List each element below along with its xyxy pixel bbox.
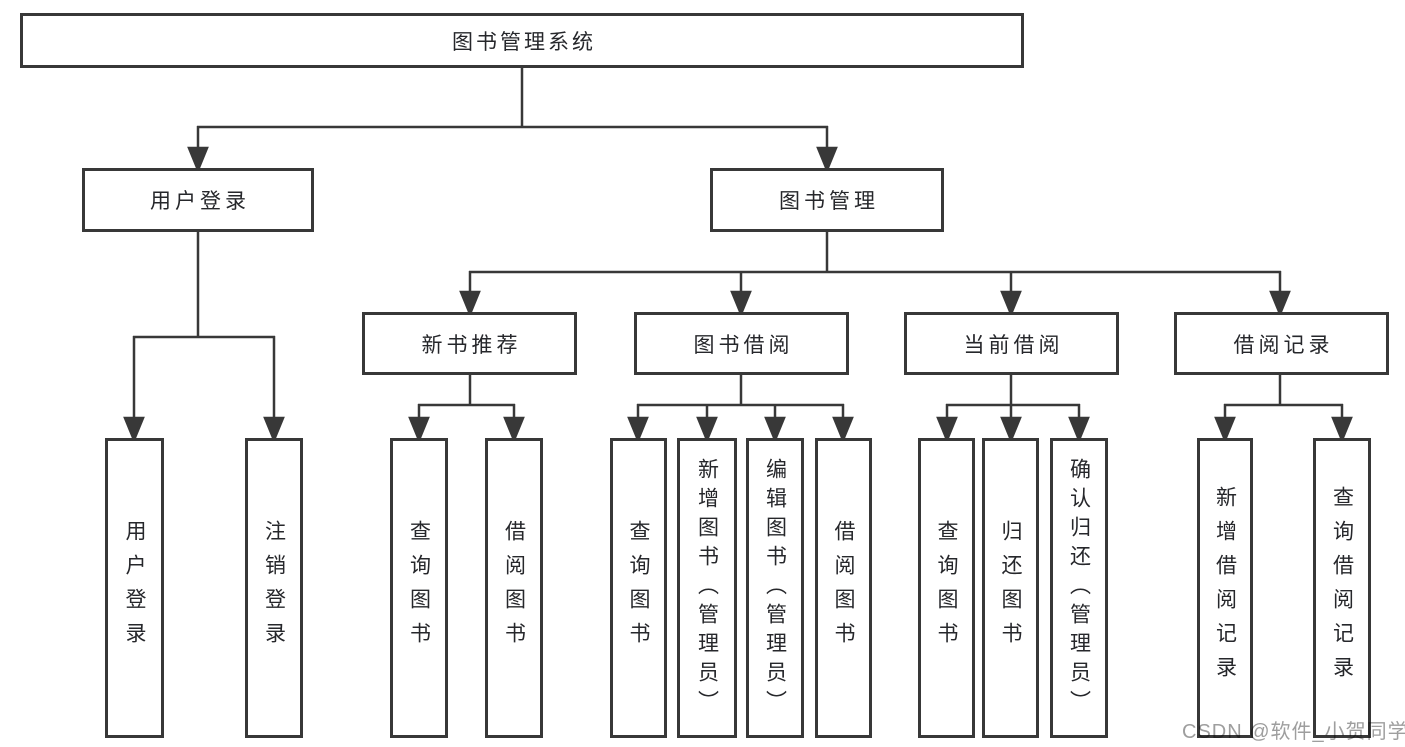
leaf-user-login: 用户登录 xyxy=(105,438,164,738)
node-label: 编辑图书（管理员） xyxy=(763,457,787,719)
node-label: 查询图书 xyxy=(407,520,431,656)
arrowhead xyxy=(1214,416,1236,444)
node-label: 图书管理 xyxy=(779,190,879,213)
connector-user-login-to-leaves xyxy=(123,230,285,444)
leaf-query-books: 查询图书 xyxy=(610,438,667,738)
node-label: 新书推荐 xyxy=(421,333,522,357)
node-label: 用户登录 xyxy=(123,520,146,656)
arrowhead xyxy=(1000,290,1022,318)
leaf-borrow-books: 借阅图书 xyxy=(485,438,543,738)
node-label: 借阅图书 xyxy=(502,520,526,656)
arrowhead xyxy=(1269,290,1291,318)
node-label: 新增借阅记录 xyxy=(1213,486,1237,690)
node-label: 借阅图书 xyxy=(832,520,855,656)
leaf-add-borrow-record: 新增借阅记录 xyxy=(1197,438,1253,738)
leaf-logout: 注销登录 xyxy=(245,438,303,738)
leaf-return-books: 归还图书 xyxy=(982,438,1039,738)
arrowhead xyxy=(936,416,958,444)
node-label: 图书借阅 xyxy=(693,333,794,357)
node-book-borrow: 图书借阅 xyxy=(634,312,849,375)
arrowhead xyxy=(832,416,854,444)
arrowhead xyxy=(1000,416,1022,444)
node-new-book-recommend: 新书推荐 xyxy=(362,312,577,375)
node-current-borrow: 当前借阅 xyxy=(904,312,1119,375)
node-label: 借阅记录 xyxy=(1233,333,1334,357)
node-borrow-records: 借阅记录 xyxy=(1174,312,1389,375)
node-label: 当前借阅 xyxy=(963,333,1064,357)
arrowhead xyxy=(816,146,838,174)
arrowhead xyxy=(764,416,786,444)
node-label: 用户登录 xyxy=(150,190,250,213)
arrowhead xyxy=(1068,416,1090,444)
arrowhead xyxy=(459,290,481,318)
arrowhead xyxy=(503,416,525,444)
arrowhead xyxy=(263,416,285,444)
connector-book-management-to-level3 xyxy=(459,230,1291,318)
node-label: 新增图书（管理员） xyxy=(695,457,719,719)
node-user-login: 用户登录 xyxy=(82,168,314,232)
leaf-query-books: 查询图书 xyxy=(918,438,975,738)
arrowhead xyxy=(730,290,752,318)
connector-root-to-level2 xyxy=(187,66,838,174)
arrowhead xyxy=(696,416,718,444)
connector-borrow-records-to-leaves xyxy=(1214,373,1353,444)
node-label: 查询图书 xyxy=(627,520,650,656)
node-label: 图书管理系统 xyxy=(452,30,596,54)
leaf-edit-books-admin: 编辑图书（管理员） xyxy=(746,438,804,738)
leaf-add-books-admin: 新增图书（管理员） xyxy=(677,438,737,738)
connector-new-book-recommend-to-leaves xyxy=(408,373,525,444)
node-label: 归还图书 xyxy=(999,520,1022,656)
node-label: 确认归还（管理员） xyxy=(1067,457,1091,719)
leaf-query-borrow-record: 查询借阅记录 xyxy=(1313,438,1371,738)
arrowhead xyxy=(408,416,430,444)
arrowhead xyxy=(187,146,209,174)
leaf-confirm-return-admin: 确认归还（管理员） xyxy=(1050,438,1108,738)
arrowhead xyxy=(123,416,145,444)
node-label: 注销登录 xyxy=(262,520,286,656)
node-label: 查询借阅记录 xyxy=(1330,486,1354,690)
leaf-borrow-books: 借阅图书 xyxy=(815,438,872,738)
arrowhead xyxy=(627,416,649,444)
arrowhead xyxy=(1331,416,1353,444)
node-root-library-management-system: 图书管理系统 xyxy=(20,13,1024,68)
csdn-watermark: CSDN @软件_小贺同学 xyxy=(1182,721,1405,743)
node-label: 查询图书 xyxy=(935,520,958,656)
connector-current-borrow-to-leaves xyxy=(936,373,1090,444)
leaf-query-books: 查询图书 xyxy=(390,438,448,738)
node-book-management: 图书管理 xyxy=(710,168,944,232)
connector-book-borrow-to-leaves xyxy=(627,373,854,444)
